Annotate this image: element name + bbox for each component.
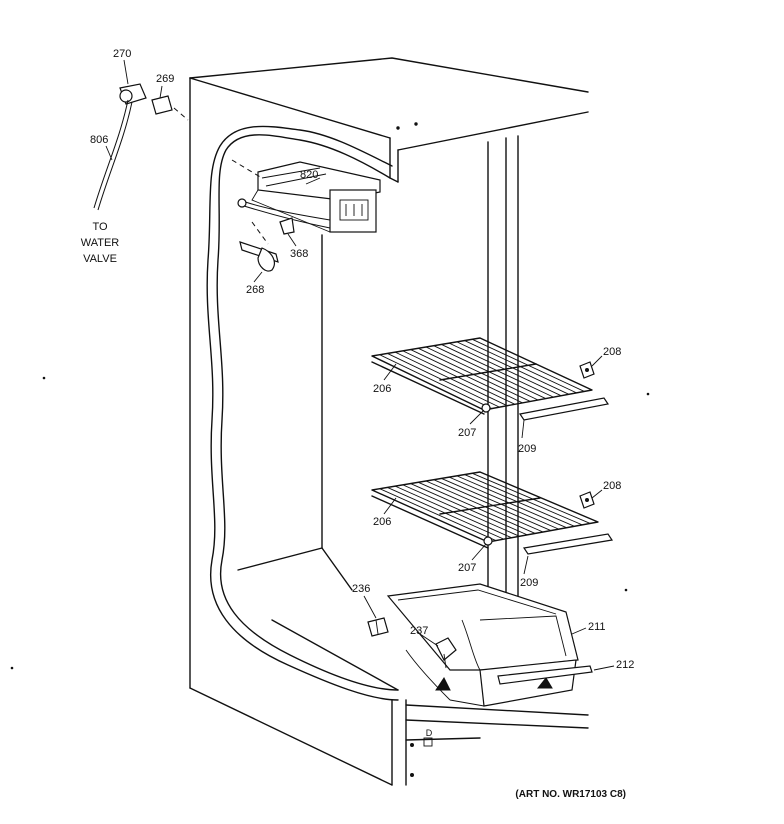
shelf-wire <box>387 353 500 408</box>
water-note-line3: VALVE <box>83 253 117 265</box>
leader-lines <box>105 59 615 671</box>
bin-trim <box>497 665 593 685</box>
shelf-wire <box>425 480 544 533</box>
callout-806: 806 <box>90 134 108 146</box>
shelf-trim-upper <box>518 397 610 421</box>
shelf-wire <box>472 338 585 392</box>
shelf-wire <box>441 478 559 530</box>
water-line-assembly <box>93 83 189 211</box>
callout-209-upper: 209 <box>518 443 536 455</box>
shelf-wire <box>418 347 531 402</box>
shelf-wire <box>472 472 591 524</box>
shelf-wire <box>464 474 583 526</box>
callout-820: 820 <box>300 169 318 181</box>
shelf-wire <box>418 481 536 534</box>
callout-211: 211 <box>588 621 606 633</box>
callout-206-upper: 206 <box>373 383 391 395</box>
shelf-wire <box>394 485 512 539</box>
liner-cutaway <box>206 125 399 701</box>
shelf-wire <box>433 345 546 399</box>
shelf-wire <box>387 487 504 540</box>
water-note-line1: TO <box>92 221 108 233</box>
shelf-bracket-upper <box>579 361 595 379</box>
part-237-clip <box>435 637 457 669</box>
shelf-wire <box>456 341 570 395</box>
icemaker-assembly <box>231 159 381 233</box>
shelf-wire <box>394 351 508 407</box>
callout-270: 270 <box>113 48 131 60</box>
shelf-wire <box>464 340 577 394</box>
callout-212: 212 <box>616 659 634 671</box>
shelf-wire <box>402 350 516 405</box>
shelf-wire <box>379 488 497 541</box>
corner-mark: D <box>426 728 433 738</box>
callout-209-lower: 209 <box>520 577 538 589</box>
shelf-wire <box>441 344 554 398</box>
shelf-wire <box>448 476 567 529</box>
water-note-line2: WATER <box>81 237 120 249</box>
shelf-support-lower <box>483 536 493 546</box>
shelf-wire <box>402 484 520 537</box>
shelf-wire <box>379 354 492 409</box>
art-number: (ART NO. WR17103 C8) <box>515 789 626 800</box>
shelf-wire <box>433 479 552 531</box>
callout-368: 368 <box>290 248 308 260</box>
shelf-wire <box>425 346 539 401</box>
callout-207-upper: 207 <box>458 427 476 439</box>
part-268-bracket <box>239 221 279 272</box>
part-368-clip <box>279 217 295 235</box>
shelf-bracket-lower <box>579 491 595 509</box>
part-236-bracket <box>367 617 389 637</box>
shelf-wire <box>410 349 523 404</box>
callout-268: 268 <box>246 284 264 296</box>
shelf-upper <box>371 337 593 415</box>
callout-269: 269 <box>156 73 174 85</box>
callout-237: 237 <box>410 625 428 637</box>
callout-236: 236 <box>352 583 370 595</box>
scan-specks <box>10 376 650 670</box>
shelf-wires <box>379 338 591 541</box>
callout-206-lower: 206 <box>373 516 391 528</box>
callout-208-upper: 208 <box>603 346 621 358</box>
shelf-wire <box>410 483 528 536</box>
shelf-wire <box>448 342 562 397</box>
callout-207-lower: 207 <box>458 562 476 574</box>
storage-bin <box>386 583 579 707</box>
water-valve-note: TO WATER VALVE <box>81 221 120 265</box>
cabinet-outline <box>189 57 589 786</box>
shelf-wire <box>456 475 575 527</box>
shelf-trim-lower <box>522 533 614 555</box>
callout-208-lower: 208 <box>603 480 621 492</box>
